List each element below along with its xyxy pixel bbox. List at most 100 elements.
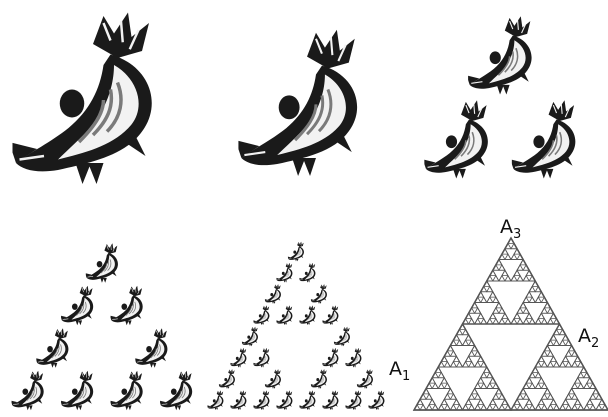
triangle-edge xyxy=(547,394,553,399)
triangle-edge xyxy=(493,394,499,399)
triangle-edge xyxy=(572,394,578,399)
fish-icon xyxy=(276,390,292,410)
label-a1: A1 xyxy=(389,360,410,383)
triangle-edge xyxy=(578,372,584,377)
triangle-edge xyxy=(450,394,456,399)
triangle-edge xyxy=(560,340,566,345)
triangle-edge xyxy=(487,297,493,302)
triangle-edge xyxy=(487,383,493,388)
triangle-edge xyxy=(420,405,426,410)
triangle-edge xyxy=(481,297,487,302)
triangle-edge xyxy=(523,308,529,313)
triangle-edge xyxy=(463,405,469,410)
fish-icon xyxy=(242,327,258,347)
panel-fish-iteration-3 xyxy=(11,243,192,410)
fish-icon xyxy=(276,263,292,283)
triangle-edge xyxy=(493,319,499,324)
fish-icon xyxy=(322,348,338,368)
triangle-edge xyxy=(517,319,523,324)
triangle-edge xyxy=(469,405,475,410)
triangle-edge xyxy=(547,319,553,324)
triangle-edge xyxy=(541,362,547,367)
triangle-edge xyxy=(547,351,553,356)
triangle-edge xyxy=(514,313,520,318)
triangle-edge xyxy=(544,389,550,394)
triangle-edge xyxy=(478,313,484,318)
triangle-edge xyxy=(490,313,496,318)
triangle-edge xyxy=(490,292,496,297)
triangle-edge xyxy=(553,362,559,367)
triangle-edge xyxy=(432,383,438,388)
triangle-edge xyxy=(441,399,447,404)
fish-icon xyxy=(85,243,118,283)
triangle-edge xyxy=(499,265,505,270)
triangle-edge xyxy=(475,394,481,399)
triangle-edge xyxy=(566,405,572,410)
triangle-edge xyxy=(505,254,511,259)
triangle-edge xyxy=(450,351,456,356)
triangle-edge xyxy=(575,378,581,383)
triangle-edge xyxy=(499,405,505,410)
fish-icon xyxy=(311,369,327,389)
triangle-edge xyxy=(447,389,453,394)
fish-icon xyxy=(159,371,192,411)
triangle-edge xyxy=(490,399,496,404)
triangle-edge xyxy=(535,319,541,324)
triangle-edge xyxy=(590,405,596,410)
triangle-edge xyxy=(453,399,459,404)
fish-icon xyxy=(510,100,575,178)
fish-icon xyxy=(345,348,361,368)
triangle-edge xyxy=(456,362,462,367)
triangle-edge xyxy=(514,270,520,275)
triangle-edge xyxy=(469,362,475,367)
triangle-edge xyxy=(432,405,438,410)
triangle-edge xyxy=(529,383,535,388)
triangle-edge xyxy=(475,308,481,313)
triangle-edge xyxy=(523,405,529,410)
triangle-edge xyxy=(538,313,544,318)
triangle-edge xyxy=(487,286,493,291)
triangle-edge xyxy=(526,313,532,318)
fish-icon xyxy=(230,390,246,410)
panel-sierpinski-triangle xyxy=(414,238,608,410)
triangle-edge xyxy=(444,405,450,410)
fish-icon xyxy=(357,369,373,389)
triangle-edge xyxy=(496,303,502,308)
fish-icon xyxy=(219,369,235,389)
fish-icon xyxy=(322,305,338,325)
fish-icon xyxy=(110,286,143,326)
label-a2: A2 xyxy=(578,327,599,350)
fish-icon xyxy=(253,305,269,325)
triangle-edge xyxy=(523,319,529,324)
triangle-edge xyxy=(475,319,481,324)
fish-icon xyxy=(467,16,532,94)
triangle-edge xyxy=(478,399,484,404)
triangle-edge xyxy=(438,405,444,410)
panel-fish-iteration-2 xyxy=(423,16,576,178)
fish-icon xyxy=(11,371,44,411)
fish-icon xyxy=(9,13,152,185)
fish-icon xyxy=(322,390,338,410)
triangle-edge xyxy=(566,394,572,399)
triangle-edge xyxy=(487,405,493,410)
triangle-edge xyxy=(444,362,450,367)
triangle-edge xyxy=(481,383,487,388)
triangle-edge xyxy=(566,362,572,367)
triangle-edge xyxy=(444,383,450,388)
triangle-edge xyxy=(481,319,487,324)
panel-fish-iteration-4 xyxy=(207,242,384,411)
triangle-edge xyxy=(578,405,584,410)
panel-fish-iteration-1 xyxy=(235,30,357,176)
triangle-edge xyxy=(529,286,535,291)
triangle-edge xyxy=(493,297,499,302)
fish-icon xyxy=(253,348,269,368)
triangle-edge xyxy=(526,399,532,404)
triangle-edge xyxy=(444,394,450,399)
triangle-edge xyxy=(529,319,535,324)
triangle-edge xyxy=(560,405,566,410)
triangle-edge xyxy=(584,405,590,410)
triangle-edge xyxy=(493,405,499,410)
triangle-edge xyxy=(541,405,547,410)
triangle-edge xyxy=(520,303,526,308)
